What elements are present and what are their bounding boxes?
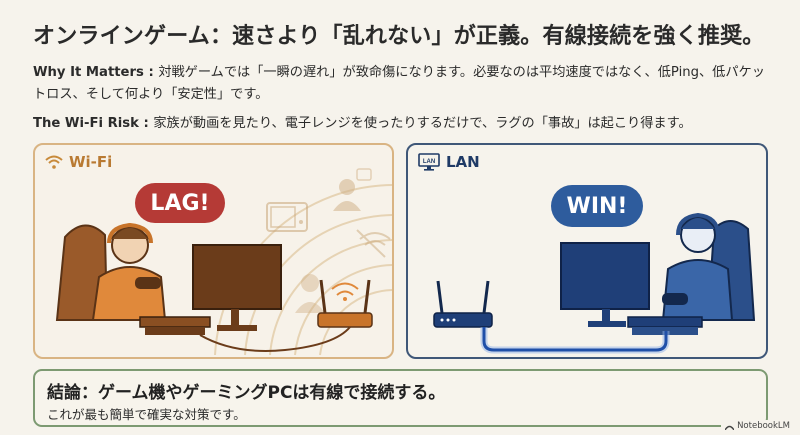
why-it-matters-paragraph: Why It Matters : 対戦ゲームでは「一瞬の遅れ」が致命傷になります… (33, 62, 778, 106)
watermark-text: NotebookLM (737, 421, 790, 431)
why-it-matters-lead: Why It Matters : (33, 65, 159, 80)
page-title: オンラインゲーム：速さより「乱れない」が正義。有線接続を強く推奨。 (33, 24, 765, 49)
wifi-panel: Wi-Fi LAG! (33, 143, 394, 359)
notebooklm-watermark: NotebookLM (721, 420, 794, 432)
lag-speech-bubble: LAG! (135, 183, 225, 223)
wifi-icon (45, 155, 63, 169)
streaming-person-icon (333, 168, 372, 211)
lan-panel-label: LAN (446, 153, 480, 171)
wifi-risk-text: 家族が動画を見たり、電子レンジを使ったりするだけで、ラグの「事故」は起こり得ます… (153, 116, 692, 131)
lan-monitor-icon: LAN (418, 153, 440, 171)
router-icon (433, 280, 493, 328)
notebooklm-logo-icon (725, 425, 735, 430)
wifi-scene-illustration (55, 168, 392, 356)
win-speech-bubble: WIN! (551, 185, 643, 227)
lan-scene-illustration (433, 212, 756, 354)
wifi-risk-paragraph: The Wi-Fi Risk : 家族が動画を見たり、電子レンジを使ったりするだ… (33, 113, 778, 135)
svg-text:LAN: LAN (423, 159, 435, 165)
weak-wifi-icon (356, 229, 391, 258)
why-it-matters-text: 対戦ゲームでは「一瞬の遅れ」が致命傷になります。必要なのは平均速度ではなく、低P… (33, 65, 765, 102)
lan-panel: LAN LAN WIN! (406, 143, 768, 359)
wifi-risk-lead: The Wi-Fi Risk : (33, 116, 154, 131)
microwave-icon (266, 202, 308, 232)
lan-panel-header: LAN LAN (418, 153, 480, 171)
wifi-panel-header: Wi-Fi (45, 153, 112, 171)
conclusion-title: 結論：ゲーム機やゲーミングPCは有線で接続する。 (47, 383, 446, 403)
conclusion-box: 結論：ゲーム機やゲーミングPCは有線で接続する。 これが最も簡単で確実な対策です… (33, 369, 768, 427)
wifi-panel-label: Wi-Fi (69, 153, 113, 171)
router-icon (317, 279, 373, 328)
conclusion-subtitle: これが最も簡単で確実な対策です。 (47, 407, 246, 422)
phone-person-icon (295, 274, 325, 313)
